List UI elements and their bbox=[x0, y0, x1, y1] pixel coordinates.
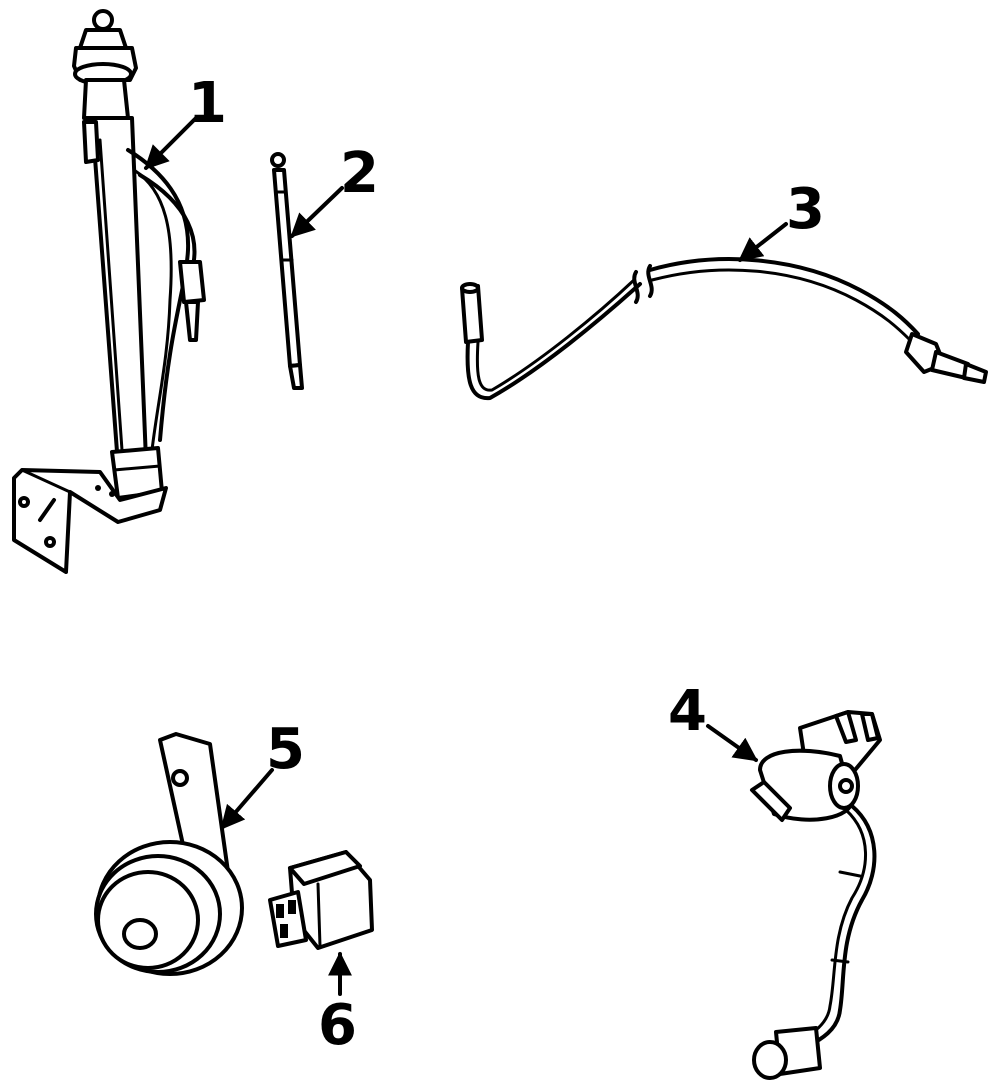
leader-1 bbox=[144, 116, 198, 170]
callout-5: 5 bbox=[266, 717, 305, 782]
leader-4 bbox=[706, 724, 758, 762]
part-6-relay bbox=[268, 850, 374, 950]
part-3-antenna-cable bbox=[460, 257, 988, 401]
part-1-antenna-assembly bbox=[12, 9, 206, 574]
callout-4: 4 bbox=[668, 679, 707, 744]
part-5-horn bbox=[94, 732, 244, 976]
part-4-sensor-harness bbox=[750, 710, 882, 1080]
part-2-antenna-mast bbox=[270, 152, 304, 390]
callout-2: 2 bbox=[340, 141, 379, 206]
callout-6: 6 bbox=[318, 993, 357, 1058]
leader-5 bbox=[220, 768, 274, 830]
callout-3: 3 bbox=[786, 177, 825, 242]
leader-2 bbox=[290, 186, 344, 238]
callout-1: 1 bbox=[188, 71, 227, 136]
leader-3 bbox=[738, 222, 788, 262]
